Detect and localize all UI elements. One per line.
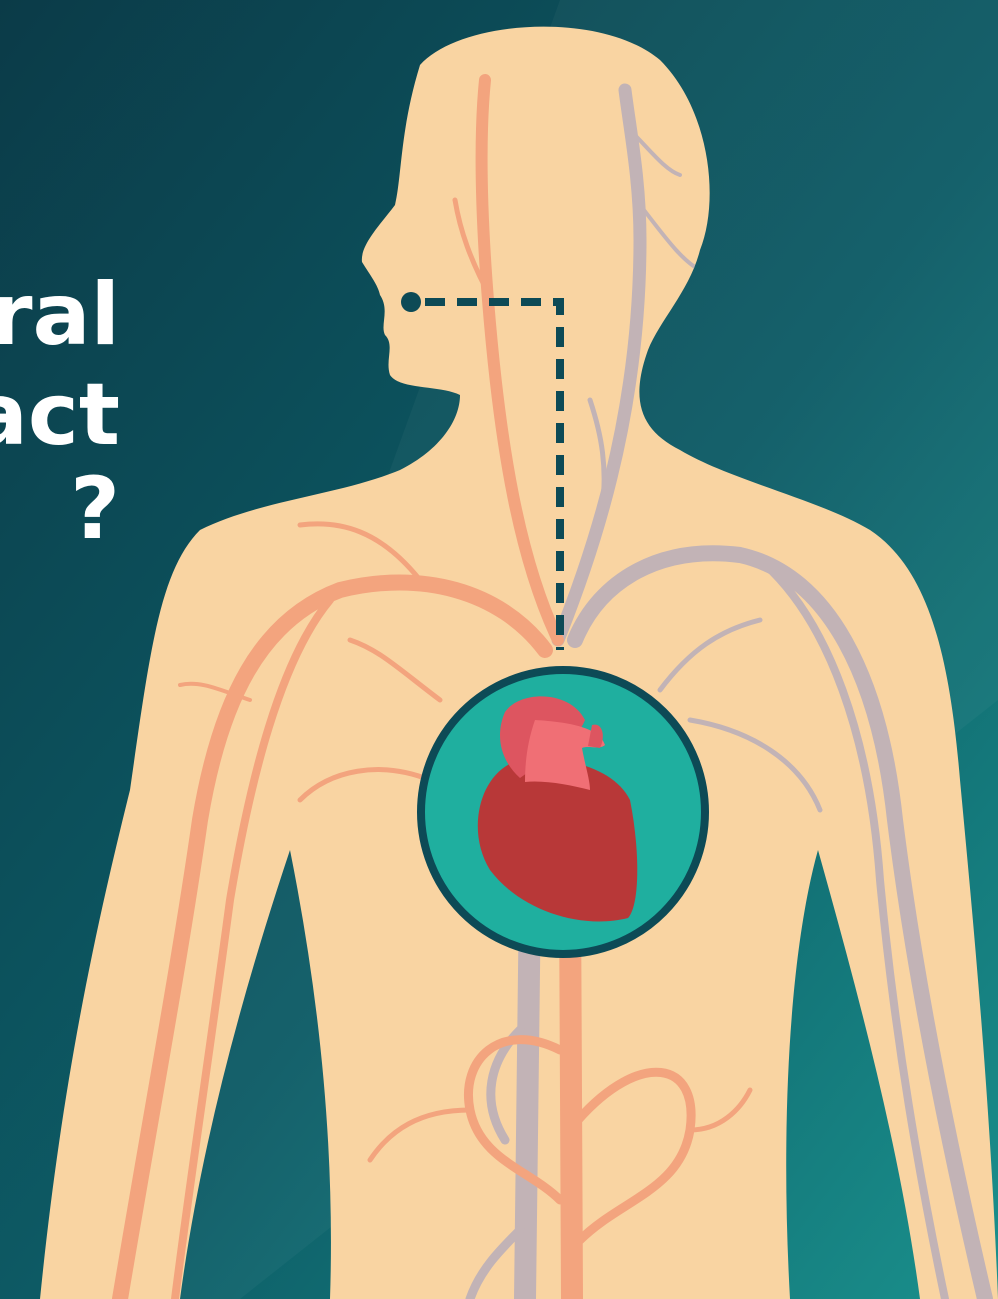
pointer-dot (401, 292, 421, 312)
headline-line-1: oral (0, 272, 120, 358)
headline-line-3: ? (70, 466, 120, 552)
heart-badge (421, 670, 705, 954)
headline: oral act ? (0, 272, 122, 572)
headline-line-2: act (0, 372, 120, 458)
